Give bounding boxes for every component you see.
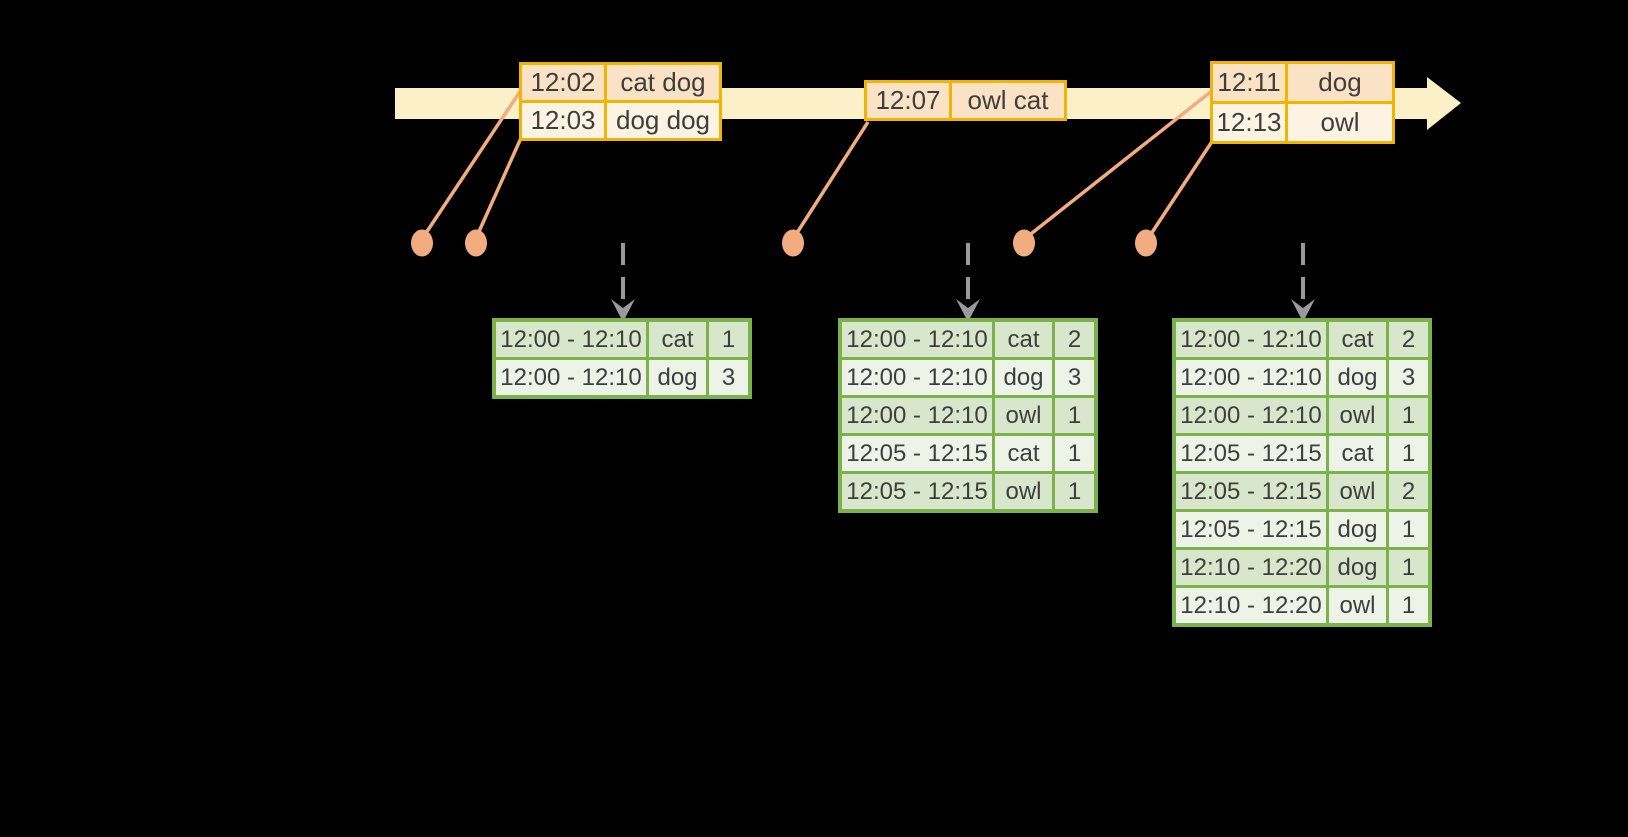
event-dot (782, 229, 804, 257)
table-cell: 12:00 - 12:10 (492, 357, 649, 399)
table-cell: owl (992, 395, 1055, 436)
table-cell: 2 (1386, 318, 1432, 360)
table-cell: owl (1285, 101, 1395, 144)
event-pointer-line (422, 89, 523, 237)
table-cell: 1 (1052, 471, 1098, 513)
event-pointer-lines (422, 88, 1215, 239)
table-cell: 1 (1386, 547, 1432, 588)
table-cell: dog (1285, 61, 1395, 104)
table-cell: 2 (1386, 471, 1432, 512)
table-cell: 3 (1052, 357, 1098, 398)
table-cell: owl (1326, 395, 1389, 436)
table-cell: 12:05 - 12:15 (838, 471, 995, 513)
trigger-arrow-icon (956, 243, 980, 322)
table-cell: 12:00 - 12:10 (1172, 395, 1329, 436)
timeline-arrowhead-icon (1427, 77, 1461, 130)
table-cell: 1 (1386, 585, 1432, 627)
event-pointer-line (475, 137, 523, 237)
event-dots (411, 229, 1157, 257)
table-cell: 12:00 - 12:10 (1172, 318, 1329, 360)
table-cell: owl (992, 471, 1055, 513)
table-cell: 12:11 (1210, 61, 1288, 104)
table-cell: 1 (1386, 433, 1432, 474)
table-cell: 12:00 - 12:10 (838, 357, 995, 398)
table-cell: dog (1326, 357, 1389, 398)
table-cell: 3 (1386, 357, 1432, 398)
table-cell: cat (992, 318, 1055, 360)
table-cell: 2 (1052, 318, 1098, 360)
table-cell: 12:05 - 12:15 (1172, 509, 1329, 550)
table-cell: 12:05 - 12:15 (838, 433, 995, 474)
event-pointer-line (1147, 139, 1215, 238)
table-cell: 12:03 (519, 100, 607, 141)
table-cell: owl cat (949, 80, 1067, 121)
table-cell: dog (1326, 547, 1389, 588)
event-pointer-line (793, 121, 870, 237)
table-cell: cat dog (604, 62, 722, 103)
event-dot (1013, 229, 1035, 257)
table-cell: 1 (706, 318, 752, 360)
event-dot (411, 229, 433, 257)
table-cell: 12:05 - 12:15 (1172, 433, 1329, 474)
table-cell: 12:02 (519, 62, 607, 103)
table-cell: owl (1326, 585, 1389, 627)
table-cell: cat (1326, 318, 1389, 360)
trigger-arrow-icon (611, 243, 635, 322)
table-cell: 1 (1386, 395, 1432, 436)
table-cell: 12:07 (864, 80, 952, 121)
table-cell: 12:00 - 12:10 (838, 318, 995, 360)
table-cell: owl (1326, 471, 1389, 512)
table-cell: 1 (1386, 509, 1432, 550)
table-cell: 12:13 (1210, 101, 1288, 144)
event-dot (1135, 229, 1157, 257)
trigger-arrow-icon (1291, 243, 1315, 322)
table-cell: 12:00 - 12:10 (492, 318, 649, 360)
event-dot (465, 229, 487, 257)
table-cell: cat (992, 433, 1055, 474)
table-cell: 12:00 - 12:10 (1172, 357, 1329, 398)
table-cell: cat (646, 318, 709, 360)
table-cell: 12:10 - 12:20 (1172, 585, 1329, 627)
table-cell: dog (646, 357, 709, 399)
table-cell: 12:05 - 12:15 (1172, 471, 1329, 512)
table-cell: dog (1326, 509, 1389, 550)
table-cell: cat (1326, 433, 1389, 474)
table-cell: 1 (1052, 395, 1098, 436)
table-cell: 12:00 - 12:10 (838, 395, 995, 436)
table-cell: 3 (706, 357, 752, 399)
table-cell: 1 (1052, 433, 1098, 474)
table-cell: dog dog (604, 100, 722, 141)
table-cell: 12:10 - 12:20 (1172, 547, 1329, 588)
table-cell: dog (992, 357, 1055, 398)
event-pointer-line (1025, 88, 1215, 239)
